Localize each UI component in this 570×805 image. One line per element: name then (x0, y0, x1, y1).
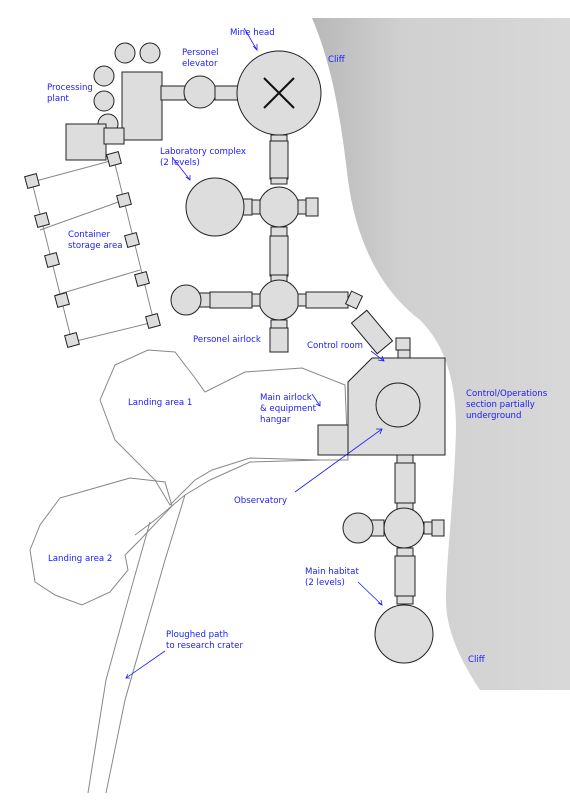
label-observatory: Observatory (234, 496, 287, 506)
label-ploughed-path: Ploughed path to research crater (166, 630, 243, 651)
label-container-storage: Container storage area (68, 230, 123, 251)
label-landing-area-2: Landing area 2 (48, 554, 112, 564)
landing-area-1-boundary (99, 349, 349, 506)
label-personel-airlock: Personel airlock (193, 335, 261, 345)
label-cliff-bottom: Cliff (468, 655, 486, 665)
main-habitat (342, 454, 445, 664)
arrows (125, 27, 385, 679)
label-laboratory-complex: Laboratory complex (2 levels) (160, 147, 249, 168)
label-processing-plant: Processing plant (47, 83, 96, 104)
label-landing-area-1: Landing area 1 (128, 398, 192, 408)
label-control-room: Control room (307, 341, 363, 351)
cliff-area (312, 18, 570, 690)
label-main-habitat: Main habitat (2 levels) (305, 567, 362, 588)
label-main-airlock: Main airlock & equipment hangar (260, 393, 319, 425)
label-cliff-top: Cliff (328, 55, 346, 65)
label-mine-head: Mine head (230, 28, 275, 38)
label-control-operations: Control/Operations section partially und… (466, 389, 550, 421)
label-personel-elevator: Personel elevator (182, 48, 221, 69)
control-operations-section (317, 357, 446, 456)
processing-plant (65, 42, 163, 161)
landing-area-2-boundary (29, 477, 173, 606)
container-storage-area (24, 151, 161, 348)
mine-head (236, 50, 322, 136)
ploughed-path (87, 459, 323, 794)
laboratory-complex (170, 134, 411, 359)
personel-elevator (160, 75, 241, 109)
labels: Mine head Cliff Personel elevator Proces… (47, 28, 550, 665)
